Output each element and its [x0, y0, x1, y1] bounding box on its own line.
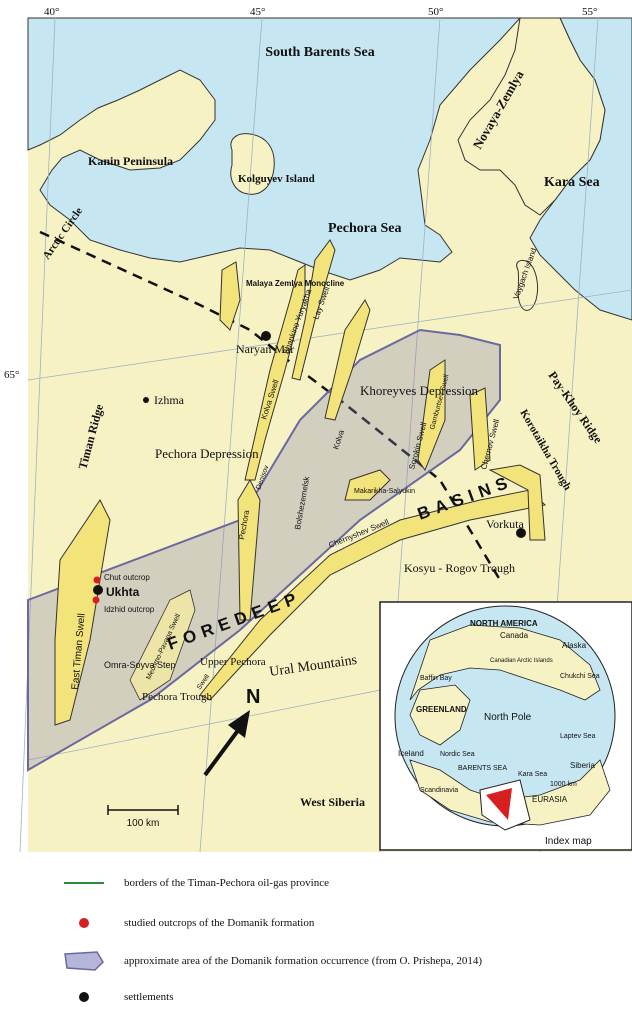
green-line-icon: [60, 872, 108, 894]
legend-item-outcrops: studied outcrops of the Domanik formatio…: [60, 912, 314, 934]
settlement-ukhta: [93, 585, 103, 595]
legend-text: borders of the Timan-Pechora oil-gas pro…: [124, 877, 329, 889]
inset-label-alaska: Alaska: [562, 641, 587, 650]
label-vorkuta: Vorkuta: [486, 517, 524, 531]
swell-strip-5: [237, 478, 261, 621]
inset-label-greenland: GREENLAND: [416, 705, 467, 714]
inset-label-canadian-islands: Canadian Arctic Islands: [490, 658, 553, 664]
label-naryan-mar: Naryan Mar: [236, 342, 294, 356]
settlement-izhma: [143, 397, 149, 403]
north-label: N: [246, 686, 260, 708]
index-map: Index map NORTH AMERICA Canada Alaska Ch…: [379, 601, 632, 851]
label-pechora-trough: Pechora Trough: [142, 691, 212, 703]
north-arrow: N: [203, 686, 260, 777]
geologic-map: 100 km N Index map NORTH AMERICA Canada …: [4, 6, 632, 853]
inset-label-canada: Canada: [500, 631, 529, 640]
inset-label-baffin: Baffin Bay: [420, 675, 452, 682]
label-khoreyves: Khoreyves Depression: [360, 383, 479, 398]
legend-text: studied outcrops of the Domanik formatio…: [124, 917, 315, 929]
inset-label-kara: Kara Sea: [518, 771, 547, 778]
label-chut-outcrop: Chut outcrop: [104, 573, 150, 582]
novaya-zemlya: [457, 17, 606, 216]
mechmo-swell: [129, 589, 196, 701]
label-kosyu-rogov: Kosyu - Rogov Trough: [404, 561, 515, 575]
legend: borders of the Timan-Pechora oil-gas pro…: [0, 860, 632, 1014]
legend-text: approximate area of the Domanik formatio…: [124, 955, 482, 967]
scale-bar: 100 km: [107, 805, 179, 829]
inset-label-scandinavia: Scandinavia: [420, 787, 458, 794]
label-kanin: Kanin Peninsula: [88, 154, 173, 168]
label-south-barents: South Barents Sea: [265, 45, 374, 60]
outcrop-idzhid: [92, 596, 100, 604]
outcrop-chut: [93, 576, 101, 584]
label-izhma: Izhma: [154, 393, 185, 407]
swell-strip-3: [324, 299, 371, 421]
black-dot-icon: [60, 986, 108, 1008]
east-timan-swell: [54, 499, 111, 726]
label-ukhta: Ukhta: [106, 585, 140, 599]
label-west-siberia: West Siberia: [300, 795, 365, 809]
legend-item-settlements: settlements: [60, 986, 174, 1008]
lon-40: 40°: [44, 6, 59, 18]
inset-label-laptev: Laptev Sea: [560, 733, 596, 740]
lon-45: 45°: [250, 6, 265, 18]
legend-text: settlements: [124, 991, 174, 1003]
index-map-title: Index map: [545, 836, 592, 847]
legend-item-domanik-area: approximate area of the Domanik formatio…: [60, 950, 482, 972]
inset-label-chukchi: Chukchi Sea: [560, 673, 600, 680]
settlement-vorkuta: [516, 528, 526, 538]
swell-strip-6: [417, 359, 446, 472]
inset-label-north-america: NORTH AMERICA: [470, 619, 538, 628]
label-upper-pechora: Upper Pechora: [200, 656, 266, 668]
label-pechora-sea: Pechora Sea: [328, 221, 401, 236]
inset-label-siberia: Siberia: [570, 761, 595, 770]
inset-label-iceland: Iceland: [398, 749, 424, 758]
red-dot-icon: [60, 912, 108, 934]
swell-strip-4: [219, 261, 241, 331]
inset-label-north-pole: North Pole: [484, 712, 532, 723]
kolguyev-island: [230, 133, 275, 195]
lat-65: 65°: [4, 369, 19, 381]
swell-strip-7: [469, 387, 491, 471]
lon-55: 55°: [582, 6, 597, 18]
swell-strip-2: [291, 239, 336, 381]
label-makarikha: Makarikha-Salyukin: [354, 488, 415, 495]
inset-label-nordic: Nordic Sea: [440, 751, 475, 758]
scale-bar-label: 100 km: [127, 818, 160, 829]
label-idzhid-outcrop: Idzhid outcrop: [104, 605, 155, 614]
purple-polygon-icon: [60, 950, 108, 972]
vaygach-island: [516, 259, 539, 311]
inset-label-barents: BARENTS SEA: [458, 765, 507, 772]
settlement-naryan-mar: [261, 331, 271, 341]
lon-50: 50°: [428, 6, 443, 18]
swell-strip-8: [344, 469, 391, 501]
label-malaya-zemlya: Malaya Zemlya Monocline: [246, 279, 345, 288]
chernyshev-swell: [199, 489, 547, 701]
inset-label-eurasia: EURASIA: [532, 795, 568, 804]
legend-item-province-border: borders of the Timan-Pechora oil-gas pro…: [60, 872, 329, 894]
chernov-swell: [488, 464, 546, 541]
label-kara-sea: Kara Sea: [544, 175, 600, 190]
arctic-circle-line: [39, 230, 502, 581]
label-omra-soyva: Omra-Soyva Step: [104, 660, 176, 670]
barents-sea: [27, 17, 522, 281]
inset-label-scale: 1000 km: [550, 781, 577, 788]
label-pechora-depression: Pechora Depression: [155, 446, 259, 461]
label-kolguyev: Kolguyev Island: [238, 173, 315, 185]
